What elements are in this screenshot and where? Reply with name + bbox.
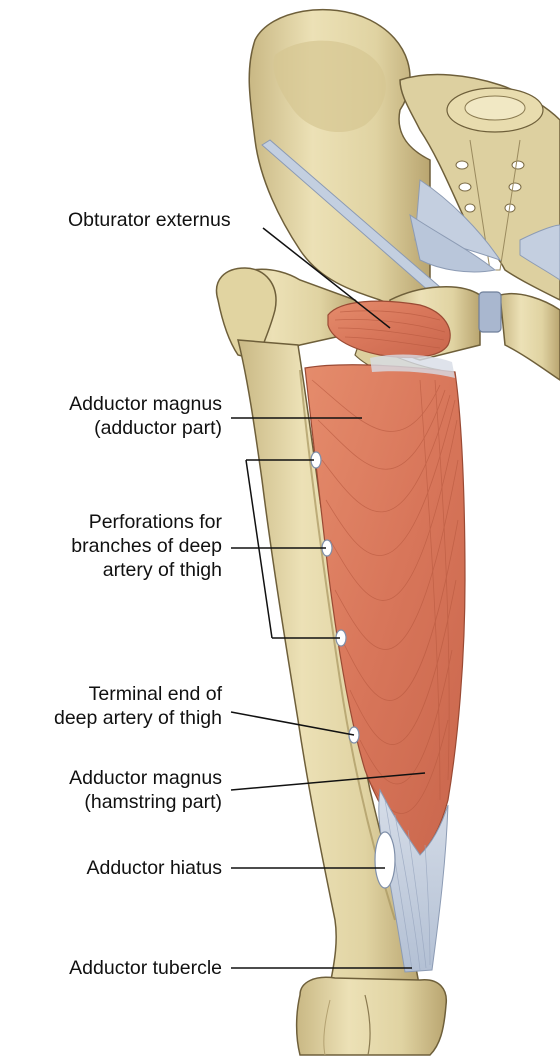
label-line: Adductor magnus xyxy=(69,767,222,789)
label-adductor-tubercle: Adductor tubercle xyxy=(69,957,222,979)
label-adductor-magnus-hamstring-part: Adductor magnus (hamstring part) xyxy=(69,766,222,814)
label-line: Perforations for xyxy=(88,511,222,533)
label-line: branches of deep xyxy=(71,535,222,557)
pubic-symphysis xyxy=(478,291,502,333)
femur xyxy=(215,267,448,1056)
leader-terminal-end xyxy=(230,711,355,736)
label-line: artery of thigh xyxy=(102,559,222,581)
label-line: (hamstring part) xyxy=(84,791,222,813)
sacrotuberous-ligament xyxy=(409,213,497,273)
label-line: deep artery of thigh xyxy=(53,707,222,729)
leader-adductor-magnus-hamstring xyxy=(230,772,426,791)
greater-trochanter xyxy=(215,267,277,361)
label-line: Terminal end of xyxy=(88,683,222,705)
leader-obturator-externus xyxy=(262,227,391,329)
label-adductor-magnus-adductor-part: Adductor magnus (adductor part) xyxy=(69,392,222,440)
label-adductor-hiatus: Adductor hiatus xyxy=(86,857,222,879)
label-line: (adductor part) xyxy=(94,417,222,439)
label-obturator-externus: Obturator externus xyxy=(68,209,231,231)
adductor-tendon xyxy=(374,788,449,973)
femur-condyles xyxy=(295,976,448,1056)
adductor-magnus-muscle xyxy=(304,354,466,856)
obturator-externus-muscle xyxy=(327,300,451,359)
adductor-hiatus-opening xyxy=(374,831,396,889)
bracket-perforations xyxy=(245,459,340,639)
label-terminal-end: Terminal end of deep artery of thigh xyxy=(54,682,222,730)
label-line: Adductor magnus xyxy=(69,393,222,415)
label-perforations: Perforations for branches of deep artery… xyxy=(71,510,222,582)
leader-lines xyxy=(230,227,426,969)
